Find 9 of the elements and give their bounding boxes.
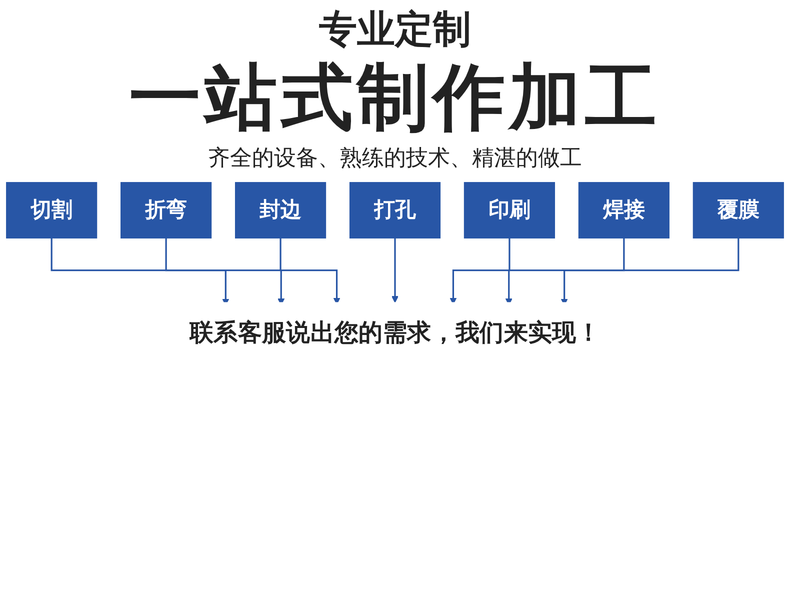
title: 专业定制 bbox=[318, 6, 472, 52]
node-box: 覆膜 bbox=[692, 182, 784, 238]
arrow bbox=[391, 237, 399, 303]
arrow bbox=[280, 237, 340, 305]
node-box: 封边 bbox=[234, 182, 326, 238]
heading: 一站式制作加工 bbox=[128, 54, 662, 141]
arrow bbox=[450, 237, 510, 305]
node-box: 印刷 bbox=[464, 182, 556, 238]
subtitle: 齐全的设备、熟练的技术、精湛的做工 bbox=[207, 145, 583, 173]
